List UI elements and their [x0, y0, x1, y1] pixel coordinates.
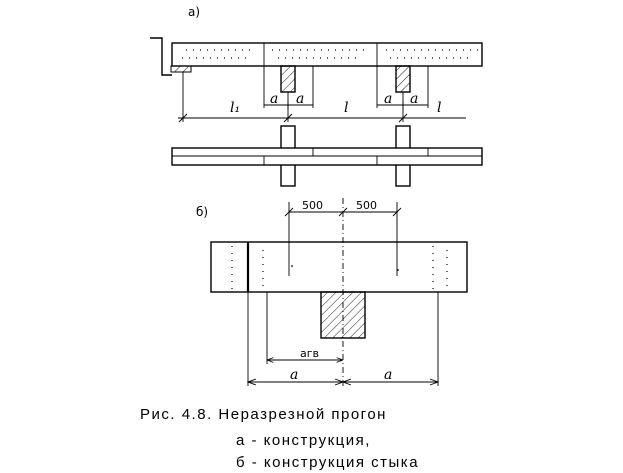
caption-line-b: б - конструкция стыка	[236, 454, 419, 471]
truss-top-chord-section-1	[280, 65, 296, 93]
dim-l: l	[344, 100, 348, 116]
joint-purlin-elevation	[210, 241, 468, 293]
dim-a-left: а	[290, 367, 298, 383]
truss-top-chord-section-2	[395, 65, 411, 93]
dim-500-right: 500	[356, 199, 377, 212]
purlin-plan	[171, 125, 483, 187]
part-b-label: б)	[196, 205, 208, 219]
dim-l1: l₁	[230, 100, 240, 116]
dim-a-right: а	[384, 367, 392, 383]
dim-a-1: а	[270, 91, 278, 107]
joint-bottom-dimensions: агв а а	[246, 292, 440, 386]
figure-caption: Рис. 4.8. Неразрезной прогон а - констру…	[140, 406, 419, 471]
dim-a-gv: агв	[300, 347, 319, 360]
purlin-elevation	[171, 42, 483, 67]
caption-line-a: а - конструкция,	[236, 432, 371, 449]
dim-a-2: а	[296, 91, 304, 107]
caption-title: Рис. 4.8. Неразрезной прогон	[140, 406, 387, 423]
part-a-label: а)	[188, 5, 200, 19]
dimension-a-joints: а а а а	[264, 91, 428, 109]
dimension-spans: l₁ l l	[178, 100, 466, 123]
dim-l-right: l	[437, 100, 441, 116]
dim-a-4: а	[410, 91, 418, 107]
dim-a-3: а	[384, 91, 392, 107]
dim-500-left: 500	[302, 199, 323, 212]
